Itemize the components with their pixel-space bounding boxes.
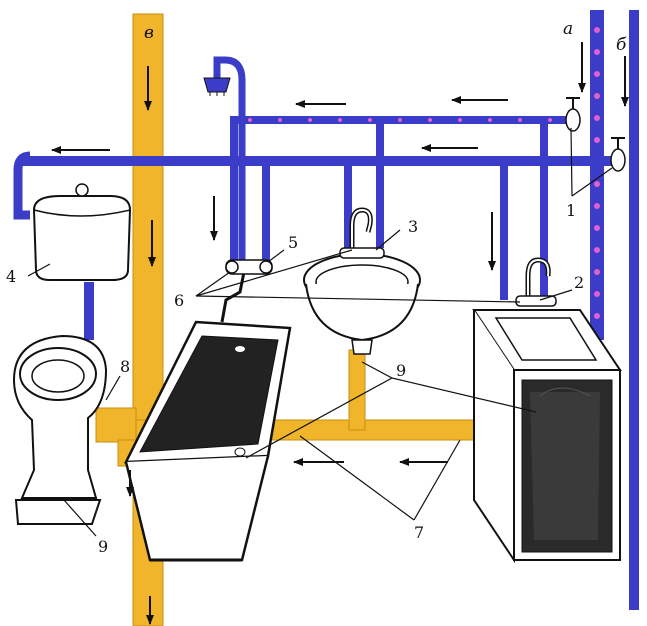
riser-b (629, 10, 639, 610)
cold-drop-bath (262, 160, 270, 266)
label-4: 4 (6, 267, 16, 286)
label-8: 8 (120, 357, 130, 376)
label-7: 7 (414, 523, 424, 542)
label-5: 5 (288, 233, 298, 252)
hot-water-main (230, 116, 578, 124)
label-riser-a: а (563, 19, 573, 39)
faucet-icon (516, 260, 556, 306)
valve-icon (566, 98, 580, 131)
toilet-icon (14, 336, 106, 524)
label-3: 3 (408, 217, 418, 236)
label-9-basin: 9 (396, 361, 406, 380)
toilet-flush-pipe (84, 282, 94, 340)
faucet-icon (226, 260, 272, 274)
toilet-outlet-pipe (96, 408, 136, 442)
cold-water-main (20, 156, 620, 166)
cistern-icon (34, 184, 130, 280)
hot-drop-bath (230, 116, 238, 266)
label-1: 1 (566, 201, 576, 220)
hot-drop-basin (376, 120, 384, 248)
label-2: 2 (574, 273, 584, 292)
washbasin-icon (304, 254, 420, 354)
kitchen-sink-icon (474, 310, 620, 560)
label-9-toilet: 9 (98, 537, 108, 556)
valve-icon (611, 138, 625, 171)
shower-head-icon (204, 78, 230, 96)
cold-drop-sink (500, 160, 508, 300)
label-riser-b: б (616, 35, 627, 55)
label-riser-v: в (144, 23, 154, 43)
label-6: 6 (174, 291, 184, 310)
